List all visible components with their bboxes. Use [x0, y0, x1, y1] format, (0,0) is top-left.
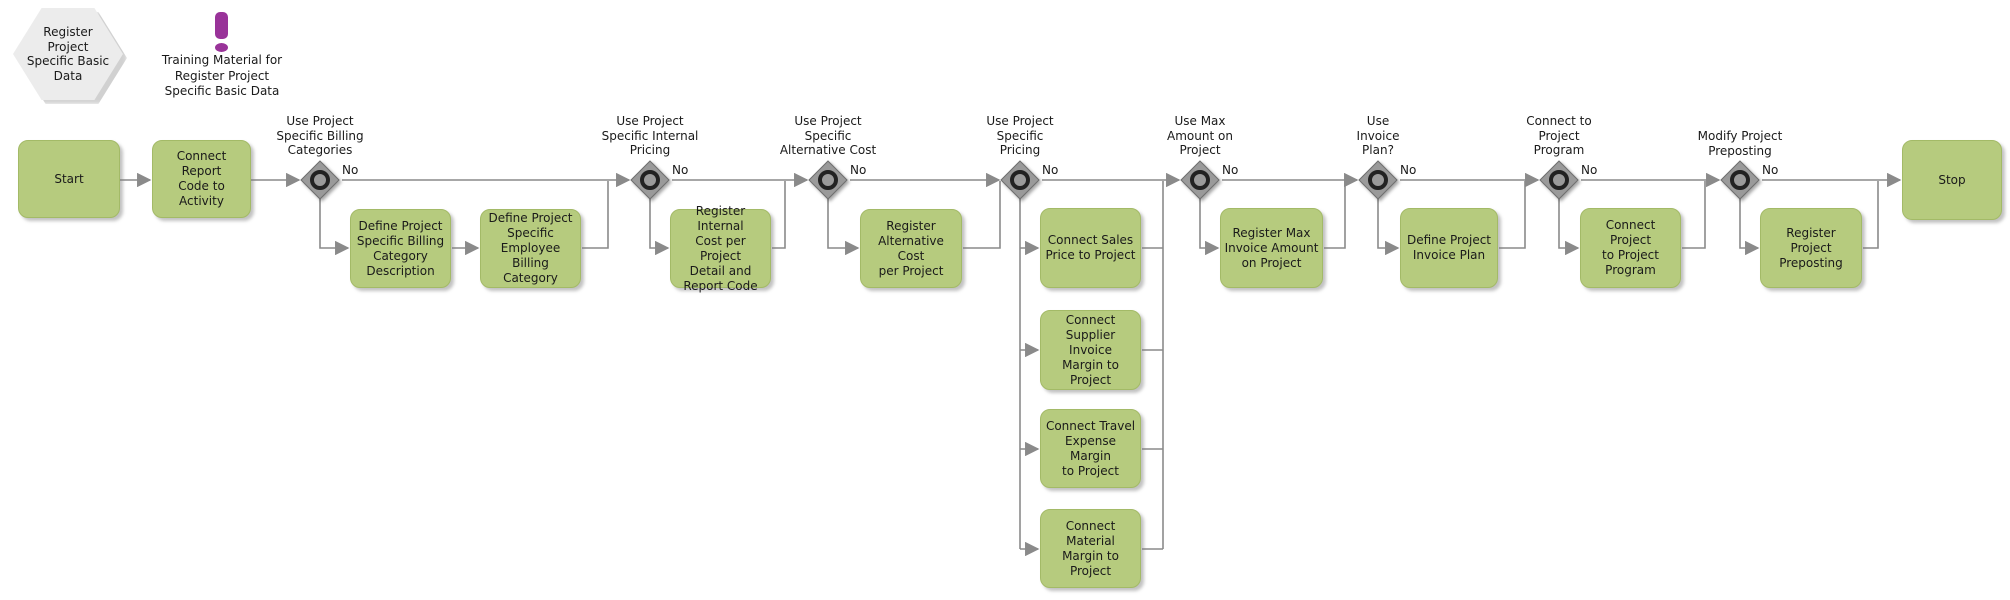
decision-label-connect-to-project-program: Connect to Project Program	[1526, 114, 1592, 157]
activity-register-max-invoice-amount[interactable]: Register Max Invoice Amount on Project	[1220, 208, 1323, 288]
decision-label-use-internal-pricing: Use Project Specific Internal Pricing	[601, 114, 699, 157]
no-label-8: No	[1762, 163, 1779, 177]
decision-label-use-billing-categories: Use Project Specific Billing Categories	[276, 114, 364, 157]
activity-connect-sales-price[interactable]: Connect Sales Price to Project	[1040, 208, 1141, 288]
activity-connect-supplier-invoice-margin[interactable]: Connect Supplier Invoice Margin to Proje…	[1040, 310, 1141, 390]
training-material-icon-dot[interactable]	[215, 43, 228, 52]
no-label-6: No	[1400, 163, 1417, 177]
training-material-icon[interactable]	[215, 12, 228, 39]
activity-register-internal-cost[interactable]: Register Internal Cost per Project Detai…	[670, 204, 771, 293]
decision-connect-to-project-program[interactable]	[1537, 158, 1581, 202]
activity-connect-project-to-program[interactable]: Connect Project to Project Program	[1580, 208, 1681, 288]
decision-label-modify-project-preposting: Modify Project Preposting	[1697, 129, 1783, 158]
decision-label-use-invoice-plan: Use Invoice Plan?	[1356, 114, 1400, 157]
decision-modify-project-preposting[interactable]	[1718, 158, 1762, 202]
activity-register-alternative-cost[interactable]: Register Alternative Cost per Project	[860, 209, 962, 288]
decision-use-max-amount[interactable]	[1178, 158, 1222, 202]
training-material-label: Training Material for Register Project S…	[161, 53, 283, 98]
activity-define-billing-category-description[interactable]: Define Project Specific Billing Category…	[350, 209, 451, 288]
activity-start[interactable]: Start	[18, 140, 120, 218]
decision-use-invoice-plan[interactable]	[1356, 158, 1400, 202]
no-label-7: No	[1581, 163, 1598, 177]
activity-define-employee-billing-category[interactable]: Define Project Specific Employee Billing…	[480, 209, 581, 288]
decision-use-specific-pricing[interactable]	[998, 158, 1042, 202]
decision-use-billing-categories[interactable]	[298, 158, 342, 202]
decision-label-use-max-amount: Use Max Amount on Project	[1167, 114, 1233, 157]
activity-register-project-preposting[interactable]: Register Project Preposting	[1760, 208, 1862, 288]
no-label-1: No	[342, 163, 359, 177]
no-label-5: No	[1222, 163, 1239, 177]
activity-connect-report-code[interactable]: Connect Report Code to Activity	[152, 140, 251, 218]
activity-define-project-invoice-plan[interactable]: Define Project Invoice Plan	[1400, 208, 1498, 288]
no-label-4: No	[1042, 163, 1059, 177]
activity-connect-material-margin[interactable]: Connect Material Margin to Project	[1040, 509, 1141, 588]
decision-label-use-alternative-cost: Use Project Specific Alternative Cost	[779, 114, 877, 157]
activity-connect-travel-expense-margin[interactable]: Connect Travel Expense Margin to Project	[1040, 409, 1141, 488]
no-label-2: No	[672, 163, 689, 177]
decision-label-use-specific-pricing: Use Project Specific Pricing	[986, 114, 1054, 157]
activity-stop[interactable]: Stop	[1902, 140, 2002, 220]
no-label-3: No	[850, 163, 867, 177]
decision-use-alternative-cost[interactable]	[806, 158, 850, 202]
decision-use-internal-pricing[interactable]	[628, 158, 672, 202]
